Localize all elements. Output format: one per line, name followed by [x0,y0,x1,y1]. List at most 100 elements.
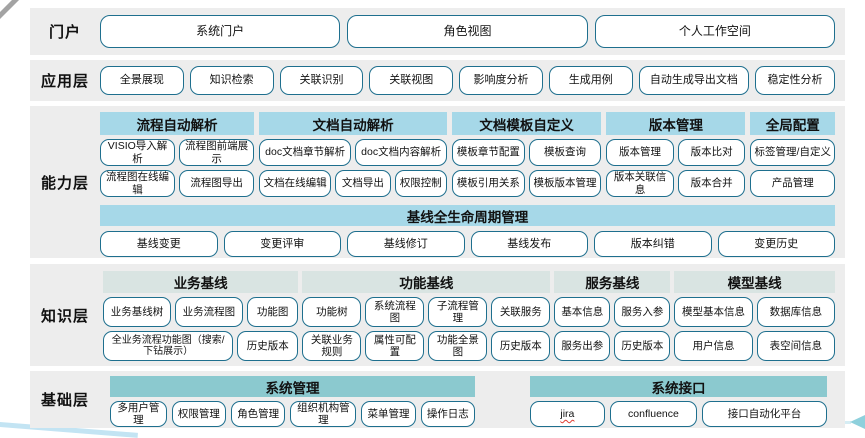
knowledge-group: 业务基线 业务基线树 业务流程图 功能图 全业务流程功能图（搜索/下钻展示） 历… [103,271,299,361]
diagram-box: 业务流程图 [174,297,243,327]
diagram-box: 历史版本 [614,331,671,361]
diagram-box: 权限控制 [394,170,448,197]
diagram-box: 服务入参 [614,297,671,327]
diagram-box: 产品管理 [750,170,836,197]
diagram-box: 模板版本管理 [528,170,602,197]
diagram-box: 知识检索 [189,66,274,95]
diagram-box: doc文档章节解析 [259,139,352,166]
diagram-box: 文档导出 [335,170,391,197]
group-header: 业务基线 [103,271,299,293]
diagram-box: doc文档内容解析 [355,139,448,166]
diagram-box: 关联视图 [369,66,454,95]
diagram-box: 模型基本信息 [674,297,753,327]
layer-label-application: 应用层 [40,73,89,90]
layer-band-portal: 门户 系统门户 角色视图 个人工作空间 [30,8,845,55]
foundation-group-system-management: 系统管理 多用户管理 权限管理 角色管理 组织机构管理 菜单管理 操作日志 [110,376,475,428]
diagram-box: 全业务流程功能图（搜索/下钻展示） [103,331,234,361]
diagram-box: 生成用例 [548,66,633,95]
diagram-box: 多用户管理 [110,401,167,427]
diagram-box: 版本合并 [677,170,746,197]
group-header: 全局配置 [750,112,836,135]
diagram-box: 关联服务 [491,297,551,327]
knowledge-group: 模型基线 模型基本信息 数据库信息 用户信息 表空间信息 [674,271,835,361]
capability-group: 文档模板自定义 模板章节配置 模板查询 模板引用关系 模板版本管理 [452,112,602,197]
diagram-box: 版本比对 [677,139,746,166]
group-header: 系统接口 [530,376,827,397]
diagram-box: 菜单管理 [361,401,416,427]
group-header: 系统管理 [110,376,475,397]
jira-label: jira [560,407,575,420]
group-header-baseline-lifecycle: 基线全生命周期管理 [100,205,835,226]
diagram-box: 基线发布 [470,231,588,257]
diagram-box: 历史版本 [237,331,299,361]
layer-band-application: 应用层 全景展现 知识检索 关联识别 关联视图 影响度分析 生成用例 自动生成导… [30,60,845,101]
diagram-box: 全景展现 [100,66,184,95]
diagram-box: 子流程管理 [428,297,488,327]
diagram-box: 角色视图 [347,15,588,48]
layer-label-capability: 能力层 [40,174,89,192]
foundation-group-system-interface: 系统接口 jira confluence 接口自动化平台 [530,376,827,428]
diagram-box: 功能图 [246,297,299,327]
diagram-box: 属性可配置 [365,331,425,361]
diagram-box: 变更历史 [717,231,835,257]
diagram-box: 表空间信息 [756,331,835,361]
layer-label-foundation: 基础层 [40,392,89,409]
knowledge-group: 功能基线 功能树 系统流程图 子流程管理 关联服务 关联业务规则 属性可配置 功… [302,271,551,361]
diagram-box: 流程图导出 [179,170,255,197]
diagram-box: 版本管理 [606,139,674,166]
capability-group: 全局配置 标签管理/自定义 产品管理 [750,112,836,197]
diagram-box: 系统流程图 [365,297,425,327]
diagram-box: 版本关联信息 [606,170,674,197]
knowledge-group: 服务基线 基本信息 服务入参 服务出参 历史版本 [554,271,671,361]
layer-band-knowledge: 知识层 业务基线 业务基线树 业务流程图 功能图 全业务流程功能图（搜索/下钻展… [30,264,845,366]
diagram-box: 角色管理 [231,401,286,427]
diagram-box: 权限管理 [171,401,227,427]
capability-group: 流程自动解析 VISIO导入解析 流程图前端展示 流程图在线编辑 流程图导出 [100,112,255,197]
group-header: 功能基线 [302,271,551,293]
diagram-box: 系统门户 [100,15,341,48]
diagram-box: 接口自动化平台 [702,401,827,427]
diagram-box: 基本信息 [554,297,611,327]
diagram-box: 稳定性分析 [755,66,835,95]
diagram-box: 基线修订 [347,231,465,257]
layer-band-capability: 能力层 流程自动解析 VISIO导入解析 流程图前端展示 流程图在线编辑 流程图… [30,106,845,258]
diagram-box: 流程图前端展示 [179,139,255,166]
layer-label-knowledge: 知识层 [40,307,89,325]
layer-band-foundation: 基础层 系统管理 多用户管理 权限管理 角色管理 组织机构管理 菜单管理 操作日… [30,371,845,428]
diagram-box: confluence [609,401,698,427]
diagram-box: 基线变更 [100,231,218,257]
diagram-box: 数据库信息 [756,297,835,327]
group-header: 流程自动解析 [100,112,255,135]
group-header: 模型基线 [674,271,835,293]
capability-group: 版本管理 版本管理 版本比对 版本关联信息 版本合并 [606,112,746,197]
capability-group: 文档自动解析 doc文档章节解析 doc文档内容解析 文档在线编辑 文档导出 权… [259,112,448,197]
diagram-box: 模板查询 [528,139,602,166]
layer-label-portal: 门户 [48,24,81,41]
diagram-box: 关联识别 [279,66,364,95]
group-header: 服务基线 [554,271,671,293]
diagram-box: 模板章节配置 [452,139,525,166]
diagram-box: 关联业务规则 [302,331,362,361]
diagram-box: 标签管理/自定义 [750,139,836,166]
group-header: 文档自动解析 [259,112,448,135]
diagram-box: 组织机构管理 [290,401,357,427]
diagram-box: 版本纠错 [594,231,712,257]
diagram-box: 功能树 [302,297,362,327]
diagram-box: 自动生成导出文档 [638,66,749,95]
corner-stroke-top-left [0,0,23,20]
diagram-box: 变更评审 [223,231,341,257]
diagram-box: VISIO导入解析 [100,139,176,166]
group-header: 文档模板自定义 [452,112,602,135]
diagram-box: 功能全景图 [428,331,488,361]
diagram-box: 业务基线树 [103,297,171,327]
diagram-box: 用户信息 [674,331,753,361]
arrow-left-icon [850,415,865,429]
diagram-box: 流程图在线编辑 [100,170,176,197]
diagram-box: 服务出参 [554,331,611,361]
diagram-box: 历史版本 [491,331,551,361]
diagram-box: 模板引用关系 [452,170,525,197]
diagram-box: 影响度分析 [459,66,543,95]
diagram-box: 个人工作空间 [594,15,835,48]
diagram-box: 文档在线编辑 [259,170,332,197]
